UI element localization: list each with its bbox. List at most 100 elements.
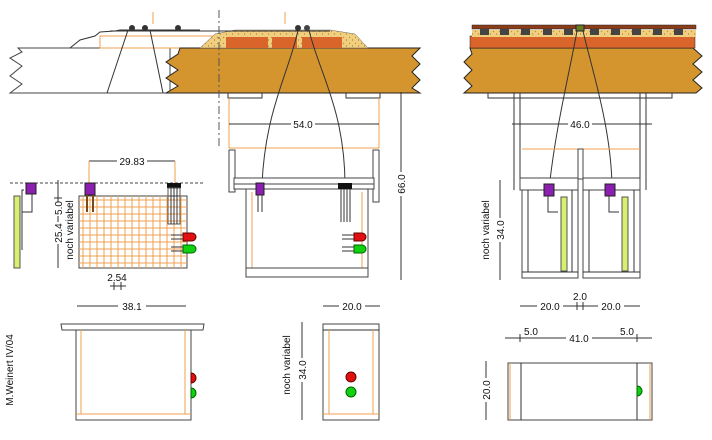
end-height-note: noch variabel bbox=[481, 200, 492, 259]
box-side-height-note: noch variabel bbox=[282, 335, 293, 394]
pcb-pitch-dim: 29.83 bbox=[119, 157, 144, 168]
cork-strip bbox=[302, 37, 342, 48]
light-bar-icon bbox=[13, 195, 21, 269]
sleepers bbox=[480, 29, 683, 35]
frame-post bbox=[228, 149, 236, 193]
baseboard-wood-end bbox=[462, 47, 703, 94]
frame-post bbox=[372, 149, 380, 203]
sensor-wire bbox=[106, 29, 129, 94]
pcb-height-dim: 25.4 bbox=[54, 223, 65, 243]
ic-sensor-icon bbox=[338, 183, 352, 189]
divider bbox=[577, 148, 584, 180]
rail-head bbox=[304, 25, 310, 31]
rail-head bbox=[142, 25, 148, 31]
side-width-dim: 54.0 bbox=[293, 120, 313, 131]
led-green-icon bbox=[636, 385, 643, 397]
rail-head bbox=[129, 25, 135, 31]
box-side-height-dim: 34.0 bbox=[298, 360, 309, 380]
side-view-baseboard bbox=[8, 10, 422, 148]
box-left-width-dim: 20.0 bbox=[540, 302, 560, 313]
sensor-wire bbox=[149, 29, 164, 94]
sensor-wire bbox=[261, 29, 299, 186]
sleeper bbox=[521, 29, 530, 35]
box-front-width-dim: 38.1 bbox=[122, 302, 142, 313]
led-red-icon bbox=[345, 371, 357, 383]
dim-bg bbox=[566, 332, 592, 344]
dim-bg bbox=[291, 118, 315, 130]
box-inner-width-dim: 41.0 bbox=[569, 334, 589, 345]
box-front-view: 38.1 M.Weinert IV/04 bbox=[5, 300, 205, 421]
led-red-icon bbox=[353, 232, 367, 242]
light-bar-icon bbox=[560, 196, 568, 272]
led-red-icon bbox=[182, 232, 197, 242]
terrain-outline bbox=[69, 29, 200, 49]
box-bottom bbox=[245, 267, 369, 278]
box-side-width-dim: 20.0 bbox=[342, 302, 362, 313]
led-green-icon bbox=[353, 244, 367, 254]
dim-bg bbox=[568, 118, 592, 130]
box-left bbox=[521, 189, 579, 279]
end-view: 46.0 34.0 noch variabel bbox=[462, 24, 703, 280]
box-plan bbox=[507, 362, 653, 421]
sensor-wire bbox=[308, 29, 346, 186]
sensor-leg bbox=[22, 194, 33, 213]
pcb-box bbox=[245, 188, 369, 278]
sensor-wire bbox=[548, 30, 578, 191]
sensor-leg bbox=[21, 189, 24, 250]
led-green-icon bbox=[345, 386, 357, 398]
box-plan-height-dim: 20.0 bbox=[482, 380, 493, 400]
reed-sensor-icon bbox=[84, 182, 96, 196]
foot bbox=[345, 93, 381, 99]
sleeper bbox=[480, 29, 489, 35]
reed-sensor-icon bbox=[604, 183, 616, 197]
dim-bg bbox=[296, 358, 308, 382]
sleeper bbox=[611, 29, 620, 35]
box-body bbox=[75, 329, 192, 421]
reed-sensor-icon bbox=[25, 182, 37, 195]
dim-bg bbox=[339, 300, 365, 312]
side-view-box: 54.0 66.0 bbox=[228, 29, 408, 280]
led-green-icon bbox=[190, 387, 197, 399]
box-side-view: 20.0 34.0 noch variabel bbox=[282, 300, 380, 421]
dim-bg bbox=[52, 222, 64, 244]
led-green-icon bbox=[182, 244, 197, 254]
pcb-layout: 5.0 25.4 noch variabel 29.83 2.54 bbox=[10, 155, 205, 290]
end-width-dim: 46.0 bbox=[570, 120, 590, 131]
sleeper bbox=[632, 29, 641, 35]
foot bbox=[227, 93, 263, 99]
foot-outline bbox=[487, 93, 673, 99]
pcb-height-note: noch variabel bbox=[65, 200, 76, 259]
sensor-wire bbox=[582, 30, 613, 191]
box-right bbox=[582, 189, 641, 279]
cork-strip bbox=[272, 37, 297, 48]
cork-layer bbox=[469, 35, 696, 49]
frame-rail bbox=[233, 177, 375, 185]
pcb-offset-dim: 5.0 bbox=[54, 201, 65, 215]
sleeper bbox=[500, 29, 509, 35]
box-left-margin-dim: 5.0 bbox=[524, 327, 538, 338]
pcb-grid bbox=[79, 196, 187, 268]
dim-bg bbox=[598, 300, 624, 312]
sleeper bbox=[543, 29, 552, 35]
dim-bg bbox=[117, 155, 147, 167]
box-gap-dim: 2.0 bbox=[573, 292, 587, 303]
box-right-width-dim: 20.0 bbox=[601, 302, 621, 313]
reed-sensor-icon bbox=[543, 183, 555, 197]
sleeper bbox=[564, 29, 573, 35]
baseboard-wood-cut bbox=[164, 47, 422, 94]
sensor-leg bbox=[608, 196, 619, 213]
dim-bg bbox=[494, 218, 506, 242]
author-note: M.Weinert IV/04 bbox=[5, 334, 16, 406]
light-bar-icon bbox=[621, 196, 629, 272]
led-red-icon bbox=[190, 372, 197, 384]
sleeper bbox=[653, 29, 662, 35]
rail-head bbox=[295, 25, 301, 31]
rail-head bbox=[175, 25, 181, 31]
box-right-margin-dim: 5.0 bbox=[620, 327, 634, 338]
dim-bg bbox=[118, 300, 146, 312]
sensor-top bbox=[575, 24, 585, 32]
sensor-leg bbox=[547, 196, 558, 213]
dim-bg bbox=[537, 300, 563, 312]
reed-sensor-icon bbox=[255, 182, 265, 196]
dim-bg bbox=[395, 172, 407, 196]
